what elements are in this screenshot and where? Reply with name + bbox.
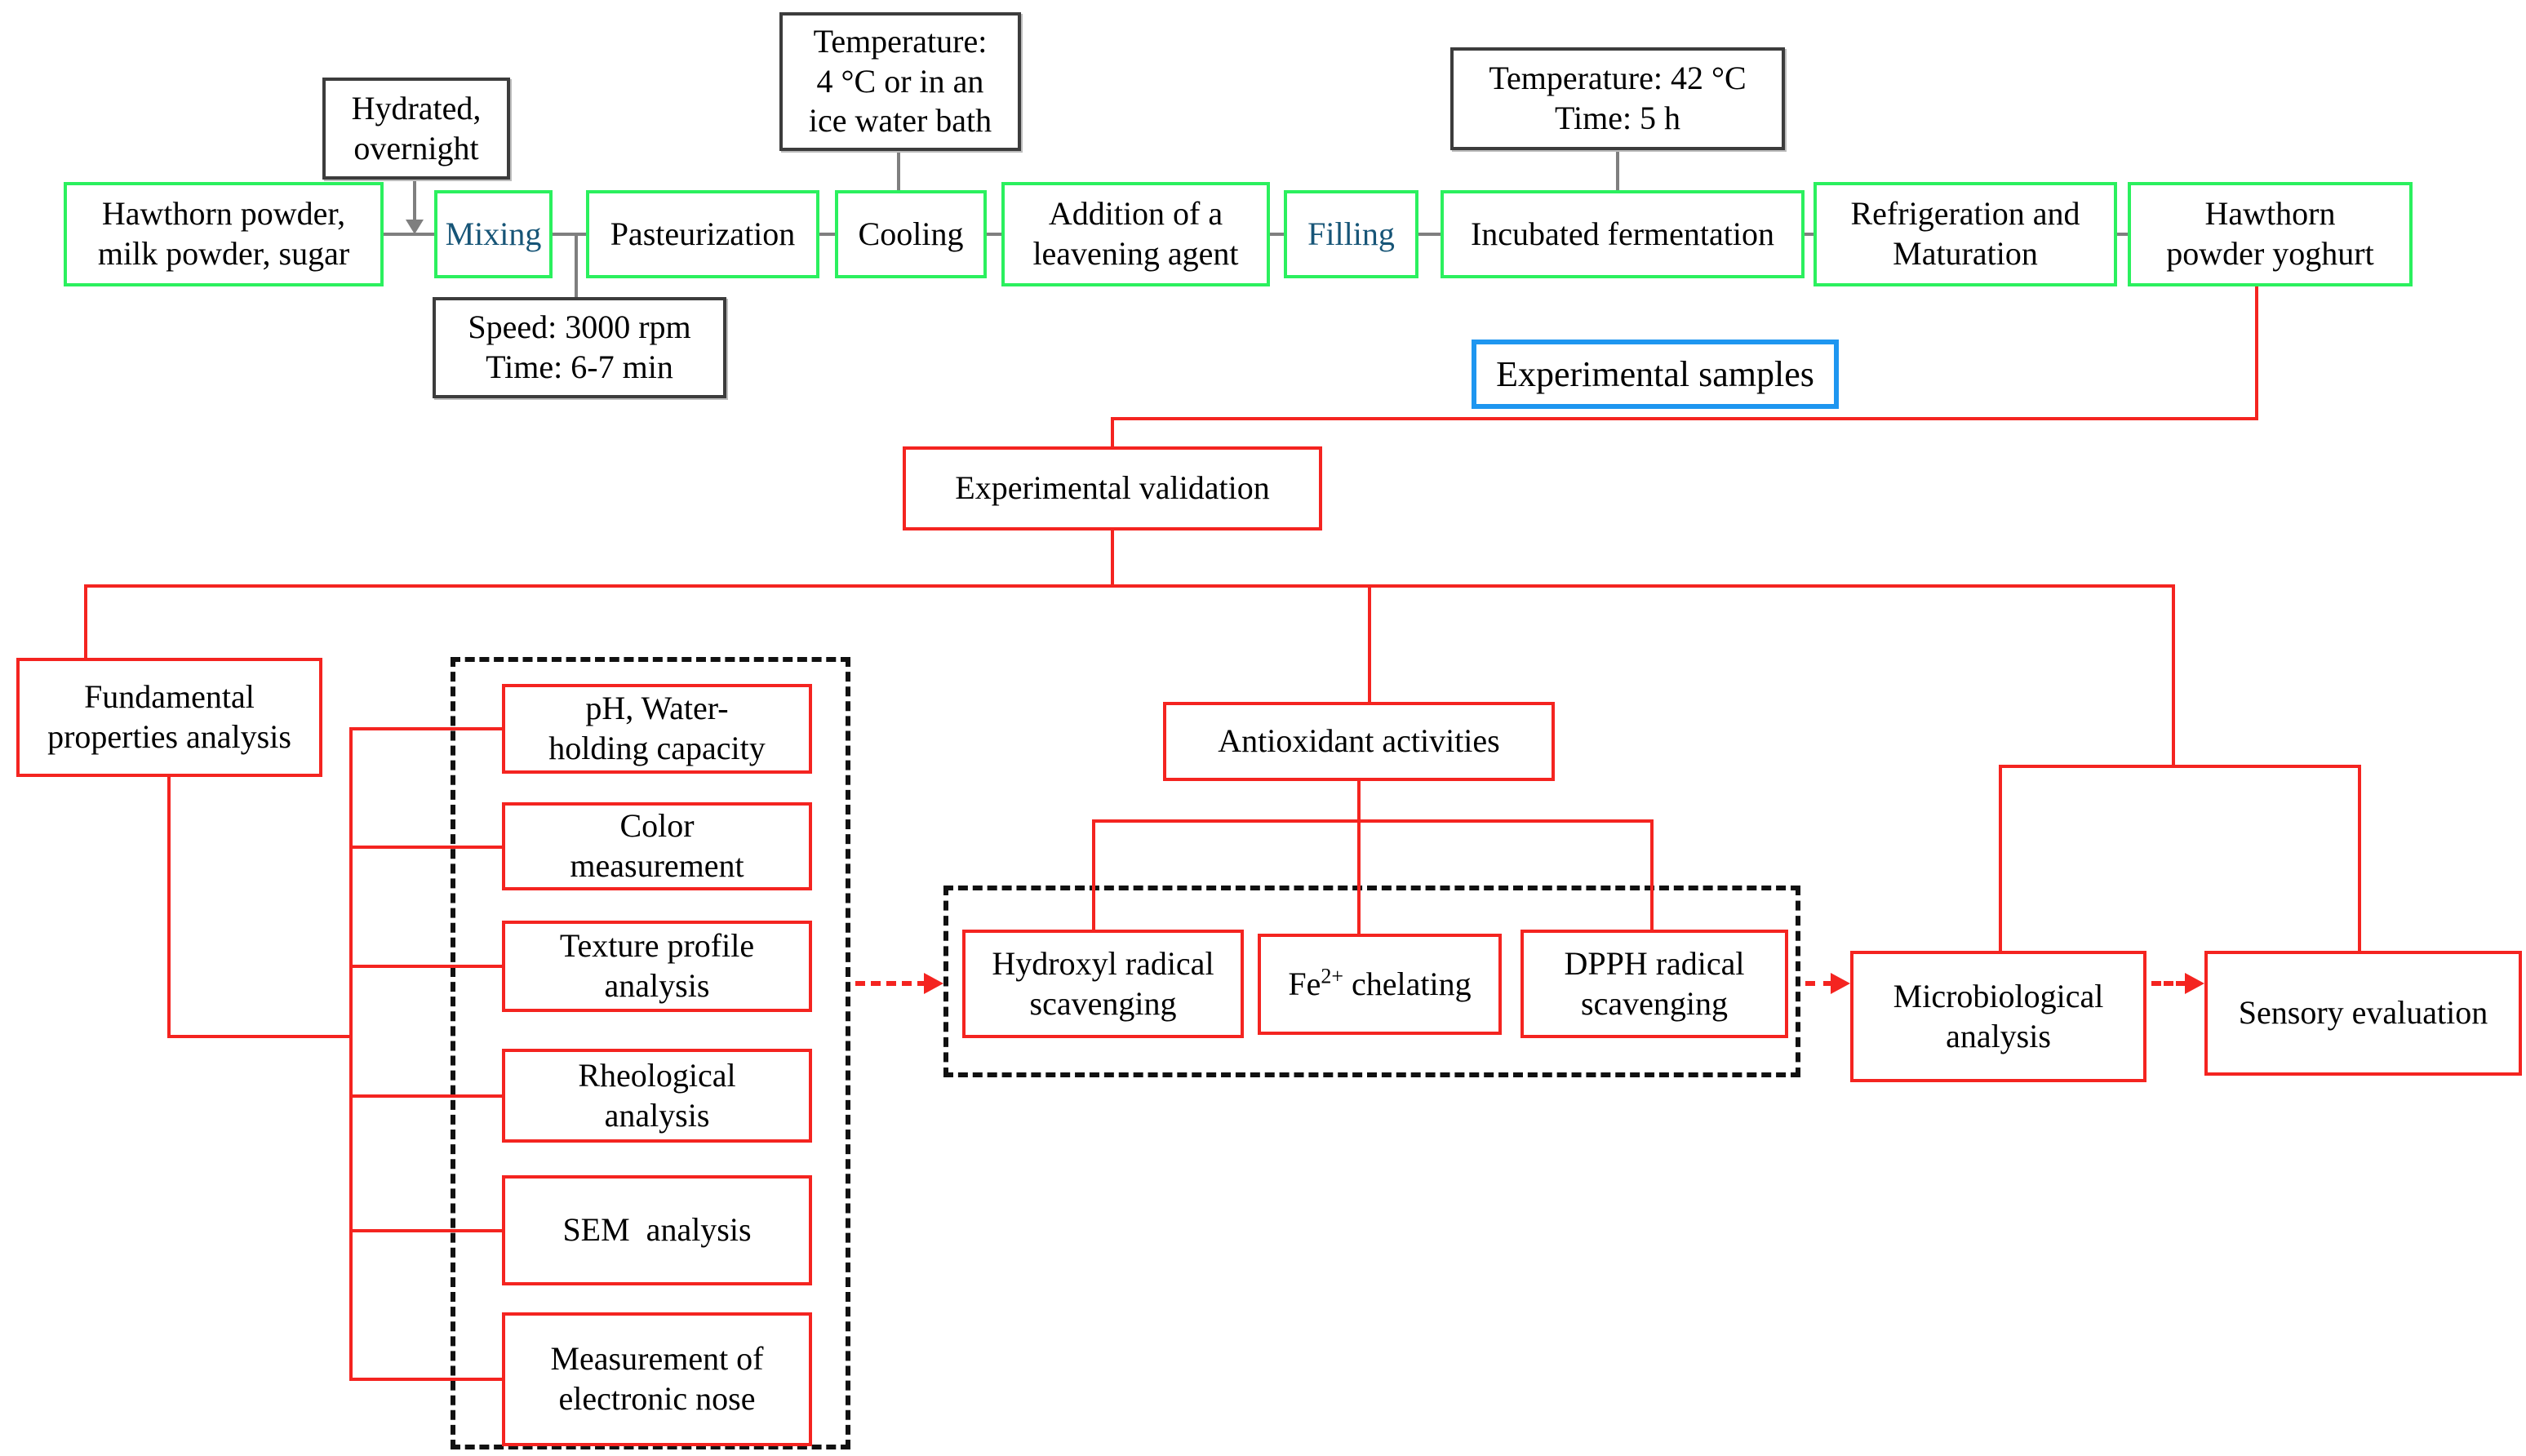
test-stub-line [349, 846, 502, 849]
fe-drop-line [1357, 819, 1361, 935]
fermentation-temp-link-line [1616, 150, 1619, 190]
test-box-dpph: DPPH radical scavenging [1520, 930, 1788, 1038]
micro-drop-line [1999, 765, 2002, 952]
validation-out-line [1111, 530, 1114, 586]
hydrated-link-line [413, 180, 416, 220]
antioxidant-drop-line [1368, 584, 1371, 704]
process-connector [1805, 233, 1813, 236]
test-box-color: Color measurement [502, 802, 812, 890]
arrow-down-icon [406, 220, 424, 234]
antioxidant-activities-box: Antioxidant activities [1163, 702, 1555, 781]
fundamental-drop-line [84, 584, 87, 659]
mixing-speed-link-line [575, 234, 578, 297]
process-box-fermentation: Incubated fermentation [1441, 190, 1805, 278]
process-connector [987, 233, 1001, 236]
test-stub-line [349, 727, 502, 730]
right-splitter-line [1999, 765, 2361, 768]
fundamental-tests-frame [451, 657, 850, 1449]
yoghurt-drop-line [2255, 286, 2258, 417]
main-splitter-line [84, 584, 2175, 588]
process-box-mixing: Mixing [434, 190, 553, 278]
test-box-sem: SEM analysis [502, 1175, 812, 1285]
dashed-arrow-line [2151, 981, 2186, 986]
process-box-ingredients: Hawthorn powder, milk powder, sugar [64, 182, 384, 286]
arrow-right-icon [924, 973, 943, 994]
arrow-right-icon [1831, 973, 1850, 994]
sensory-drop-line [2358, 765, 2361, 952]
process-connector [1270, 233, 1284, 236]
fundamental-out-line [167, 777, 171, 1038]
fundamental-properties-box: Fundamental properties analysis [16, 658, 322, 777]
process-connector [2117, 233, 2128, 236]
microbiological-analysis-box: Microbiological analysis [1850, 951, 2146, 1082]
process-box-leavening: Addition of a leavening agent [1001, 182, 1270, 286]
experimental-samples-box: Experimental samples [1472, 340, 1839, 409]
experimental-validation-box: Experimental validation [903, 446, 1322, 530]
test-box-ph-whc: pH, Water- holding capacity [502, 684, 812, 774]
right-branch-line [2172, 584, 2175, 768]
antioxidant-tests-frame [943, 886, 1800, 1077]
dpph-drop-line [1650, 819, 1654, 931]
process-box-filling: Filling [1284, 190, 1418, 278]
process-box-pasteurization: Pasteurization [586, 190, 819, 278]
test-box-texture: Texture profile analysis [502, 921, 812, 1012]
test-stub-line [349, 1229, 502, 1232]
annotation-box-hydrated: Hydrated, overnight [322, 78, 510, 180]
samples-route-line [1111, 417, 2258, 420]
test-box-electronic-nose: Measurement of electronic nose [502, 1312, 812, 1446]
annotation-box-fermentation-temp: Temperature: 42 °C Time: 5 h [1450, 47, 1785, 150]
antioxidant-out-line [1357, 781, 1361, 823]
sensory-evaluation-box: Sensory evaluation [2204, 951, 2522, 1076]
process-box-cooling: Cooling [835, 190, 987, 278]
hydroxyl-drop-line [1092, 819, 1095, 931]
dashed-arrow-line [855, 981, 927, 986]
process-connector [384, 233, 434, 236]
process-box-yoghurt: Hawthorn powder yoghurt [2128, 182, 2413, 286]
test-stub-line [349, 1094, 502, 1098]
process-connector [553, 233, 586, 236]
process-box-refrigeration: Refrigeration and Maturation [1813, 182, 2117, 286]
annotation-box-cooling-temp: Temperature: 4 °C or in an ice water bat… [779, 12, 1021, 151]
test-stub-line [349, 1378, 502, 1381]
test-stub-line [349, 965, 502, 968]
cooling-temp-link-line [897, 151, 900, 190]
fundamental-to-spine-line [167, 1035, 353, 1038]
arrow-right-icon [2185, 973, 2204, 994]
process-connector [819, 233, 835, 236]
fe-label: Fe2+ chelating [1288, 964, 1472, 1002]
test-box-fe-chelating: Fe2+ chelating [1258, 934, 1502, 1035]
validation-in-line [1111, 417, 1114, 448]
tests-spine-line [349, 727, 353, 1381]
test-box-rheological: Rheological analysis [502, 1049, 812, 1143]
annotation-box-mixing-speed: Speed: 3000 rpm Time: 6-7 min [433, 297, 726, 398]
fe-superscript: 2+ [1321, 964, 1344, 988]
test-box-hydroxyl: Hydroxyl radical scavenging [962, 930, 1244, 1038]
dashed-arrow-line [1805, 981, 1833, 986]
process-connector [1418, 233, 1441, 236]
antioxidant-splitter-line [1092, 819, 1654, 823]
